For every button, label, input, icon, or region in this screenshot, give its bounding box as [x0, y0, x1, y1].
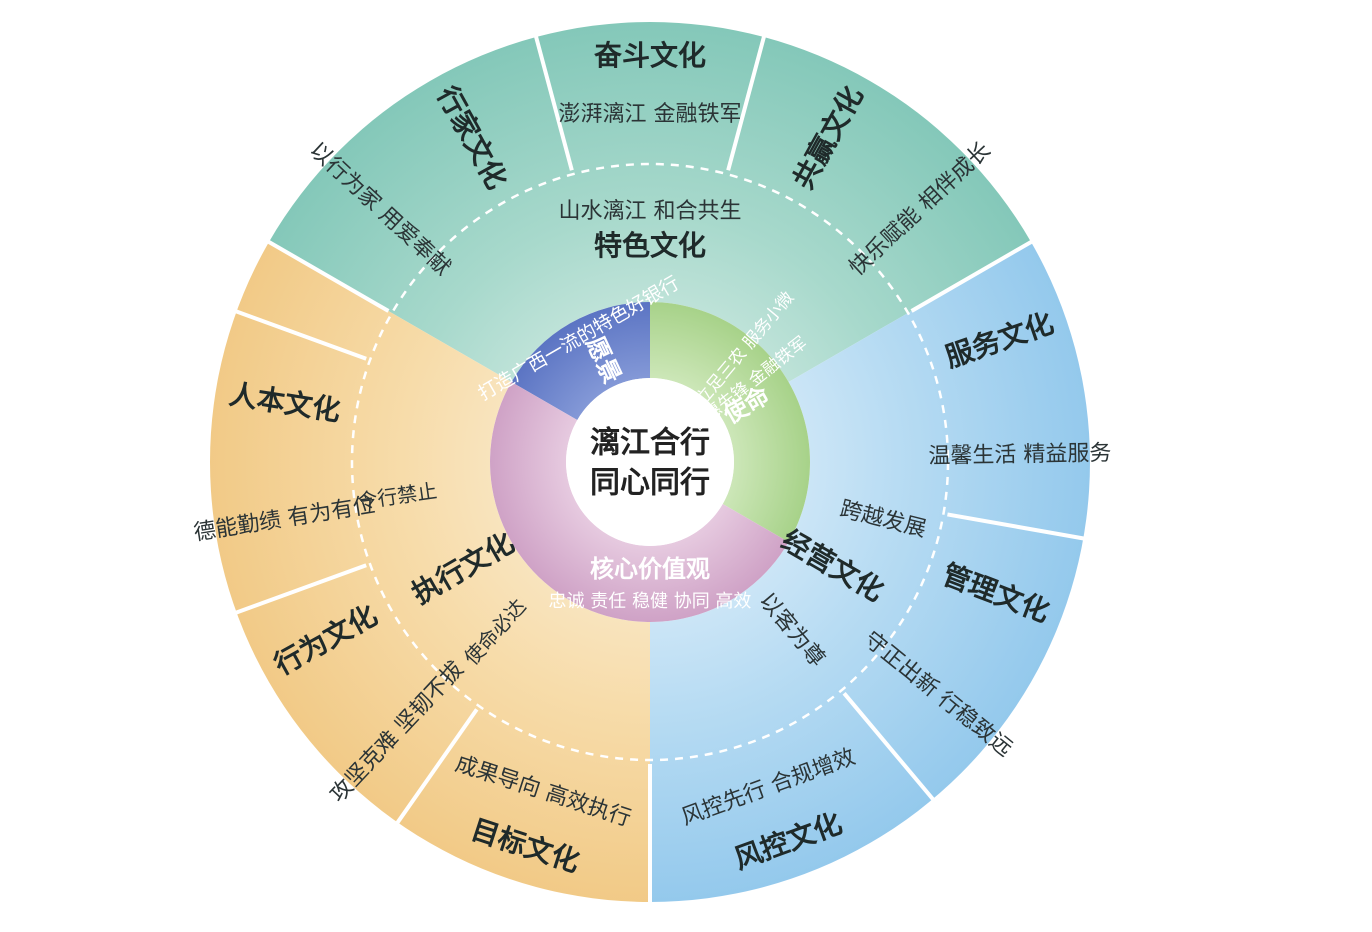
center-title-line1: 漓江合行 [590, 426, 710, 461]
outer-divider-line [232, 308, 367, 361]
outer-divider-line [533, 32, 574, 171]
middle-ring-dashed-line [350, 162, 950, 762]
segments-layer [209, 22, 1090, 906]
sector-blue [650, 242, 1090, 902]
core-values-segment [490, 382, 789, 622]
middle-tese-text: 山水漓江 和合共生 [559, 199, 742, 224]
outer-divider-line [910, 238, 1036, 313]
core-values-title: 核心价值观 [590, 555, 710, 583]
outer-divider-line [842, 692, 937, 804]
sector-orange [209, 242, 650, 902]
outer-divider-line [393, 708, 479, 827]
core-vision-segment [511, 302, 650, 420]
middle-tese-title: 特色文化 [594, 229, 706, 262]
center-title-line2: 同心同行 [590, 466, 710, 501]
core-mission-segment [650, 302, 810, 542]
core-values-text: 忠诚 责任 稳健 协同 高效 [549, 591, 752, 612]
outer-fendou-title: 奋斗文化 [594, 39, 706, 72]
center-circle [566, 378, 734, 546]
outer-divider-line [264, 238, 390, 313]
outer-divider-line [726, 32, 767, 171]
outer-fuwu-text: 温馨生活 精益服务 [928, 441, 1111, 469]
sector-teal [268, 22, 1032, 383]
outer-fendou-text: 澎湃漓江 金融铁军 [559, 102, 742, 127]
outer-divider-line [232, 563, 367, 616]
outer-divider-line [947, 512, 1088, 542]
